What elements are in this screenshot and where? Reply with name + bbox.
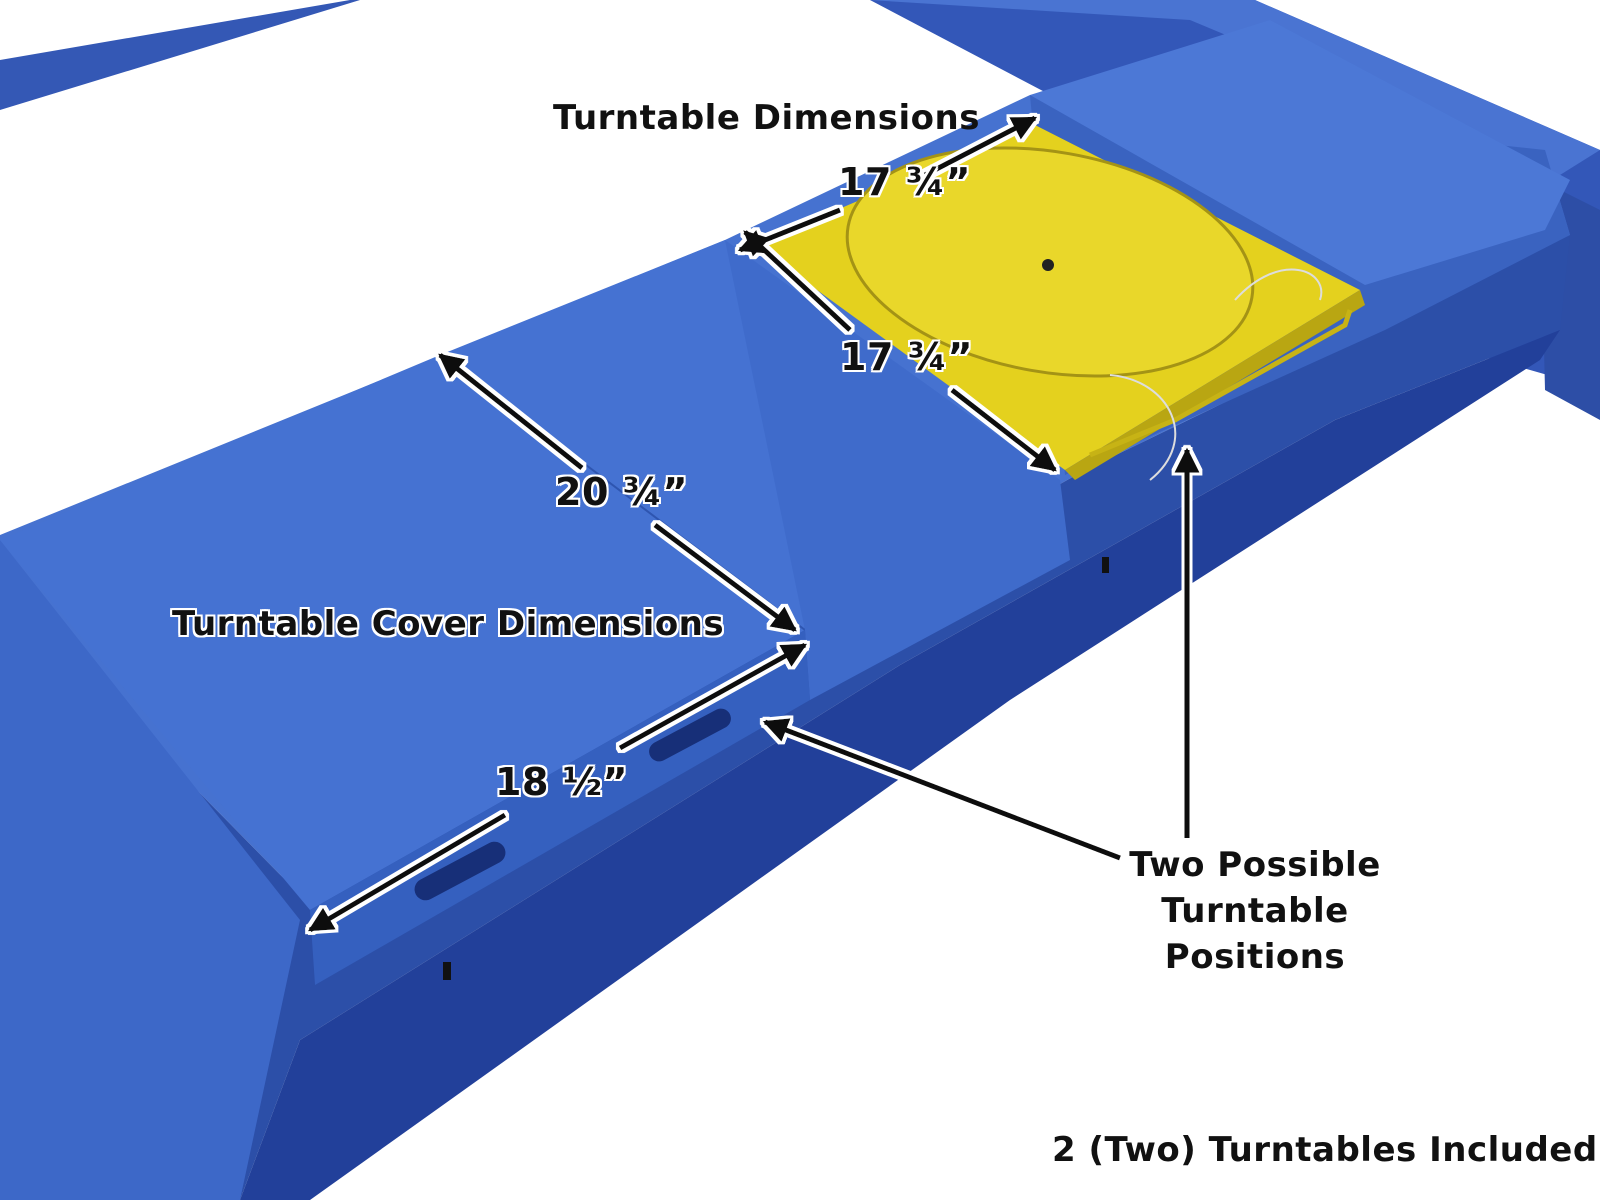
turntable-top-dimension: 17 ¾” bbox=[838, 160, 971, 204]
turntable-positions-callout: Two Possible Turntable Positions bbox=[1125, 842, 1385, 980]
arrow-cover-width-down bbox=[307, 812, 507, 933]
turntable-side-dimension: 17 ¾” bbox=[840, 335, 973, 379]
turntable-cable-lower bbox=[1109, 374, 1177, 481]
runway-lower-side bbox=[240, 330, 1560, 1200]
end-cap-plate bbox=[1030, 20, 1570, 285]
cover-length-dimension: 20 ¾” bbox=[555, 470, 688, 514]
arrow-turntable-side-up bbox=[743, 230, 852, 332]
arrow-turntable-side-down bbox=[950, 388, 1057, 472]
side-slot bbox=[649, 708, 731, 762]
positions-line-2: Turntable bbox=[1161, 891, 1349, 931]
arrow-turntable-top-right bbox=[923, 115, 1038, 178]
arrow-cover-width-up bbox=[618, 642, 808, 751]
turntable-cover-dimensions-title: Turntable Cover Dimensions bbox=[172, 604, 725, 644]
side-hole bbox=[1102, 557, 1109, 573]
positions-line-3: Positions bbox=[1164, 937, 1346, 977]
middle-panel bbox=[725, 240, 1070, 700]
turntable-cable bbox=[1234, 268, 1323, 301]
turntable-handle bbox=[1089, 309, 1353, 458]
turntable-dimensions-title: Turntable Dimensions bbox=[553, 98, 980, 138]
arrow-cover-length-down bbox=[653, 523, 797, 632]
turntables-included-note: 2 (Two) Turntables Included bbox=[1052, 1130, 1598, 1170]
left-cover-panel bbox=[0, 540, 300, 1200]
cover-width-dimension: 18 ½” bbox=[495, 760, 628, 804]
far-runway-rail bbox=[0, 0, 360, 110]
turntable-cover-panel bbox=[0, 240, 805, 910]
side-hole bbox=[443, 962, 451, 980]
runway-side-face bbox=[0, 235, 1570, 1200]
arrow-position-1 bbox=[762, 718, 1121, 861]
turntable-center-pin bbox=[1042, 259, 1054, 271]
dimension-arrows bbox=[307, 115, 1200, 933]
side-slot bbox=[414, 841, 506, 901]
arrow-cover-length-up bbox=[438, 353, 584, 470]
positions-line-1: Two Possible bbox=[1129, 845, 1381, 885]
